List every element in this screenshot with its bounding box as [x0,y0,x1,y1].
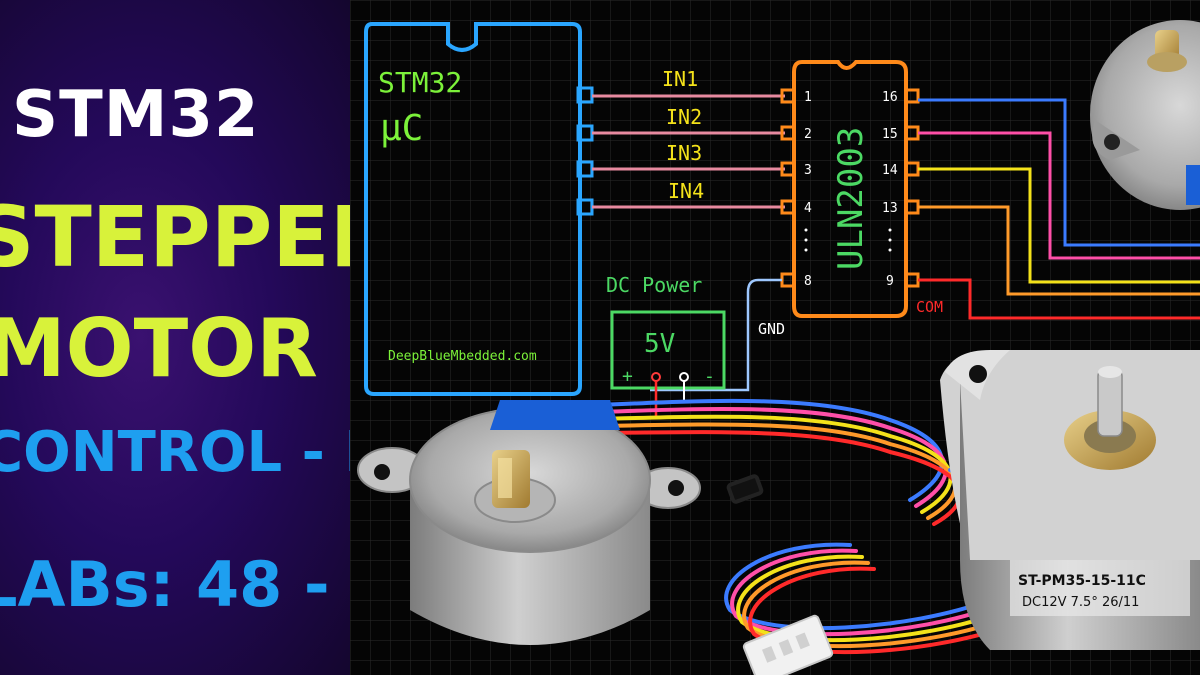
driver-chip: ULN2003 1 2 3 4 8 16 15 14 13 9 [780,60,920,318]
right-pin-16: 16 [882,90,898,105]
input-label-4: IN4 [668,179,704,203]
power-title: DC Power [606,273,702,297]
right-motor-photo: ST-PM35-15-11C DC12V 7.5° 26/11 [940,350,1200,650]
driver-name: ULN2003 [831,127,871,270]
website-label: DeepBlueMbedded.com [388,349,537,364]
left-pin-8: 8 [804,274,812,289]
left-motor-photo [357,400,701,645]
motor-spec-label: DC12V 7.5° 26/11 [1022,595,1139,610]
input-label-1: IN1 [662,67,698,91]
left-pin-2: 2 [804,127,812,142]
wiring-diagram: STM32 μC DeepBlueMbedded.com IN1 IN2 IN3… [350,0,1200,675]
dc-power-block: DC Power 5V + - [606,273,726,418]
gnd-wire [650,278,782,392]
top-motor-photo [1090,20,1200,210]
left-pin-1: 1 [804,90,812,105]
title-line-stepper: STEPPER [0,188,350,286]
left-pin-3: 3 [804,163,812,178]
right-pin-13: 13 [882,201,898,216]
mcu-name: STM32 [378,66,462,99]
output-wires [918,98,1200,320]
diagram-panel: STM32 μC DeepBlueMbedded.com IN1 IN2 IN3… [350,0,1200,675]
gnd-label: GND [758,320,785,338]
title-line-stm32: STM32 [12,78,260,152]
motor-model-label: ST-PM35-15-11C [1018,573,1146,589]
mcu-block: STM32 μC DeepBlueMbedded.com [364,22,594,396]
input-label-2: IN2 [666,105,702,129]
input-labels: IN1 IN2 IN3 IN4 [662,67,704,203]
left-pin-4: 4 [804,201,812,216]
right-pin-9: 9 [886,274,894,289]
com-label: COM [916,298,943,316]
title-line-labs: LABs: 48 - 51 [0,548,350,621]
power-voltage: 5V [644,329,675,359]
power-minus: - [704,366,715,387]
mcu-sub: μC [380,108,423,149]
title-line-control: CONTROL - I [0,420,350,485]
right-pin-15: 15 [882,127,898,142]
input-label-3: IN3 [666,141,702,165]
title-line-motor: MOTOR [0,302,318,395]
right-pin-14: 14 [882,163,898,178]
connector-plug [742,614,834,675]
input-wires [592,94,785,209]
title-panel: STM32 STEPPER MOTOR CONTROL - I LABs: 48… [0,0,350,675]
power-plus: + [622,366,633,387]
